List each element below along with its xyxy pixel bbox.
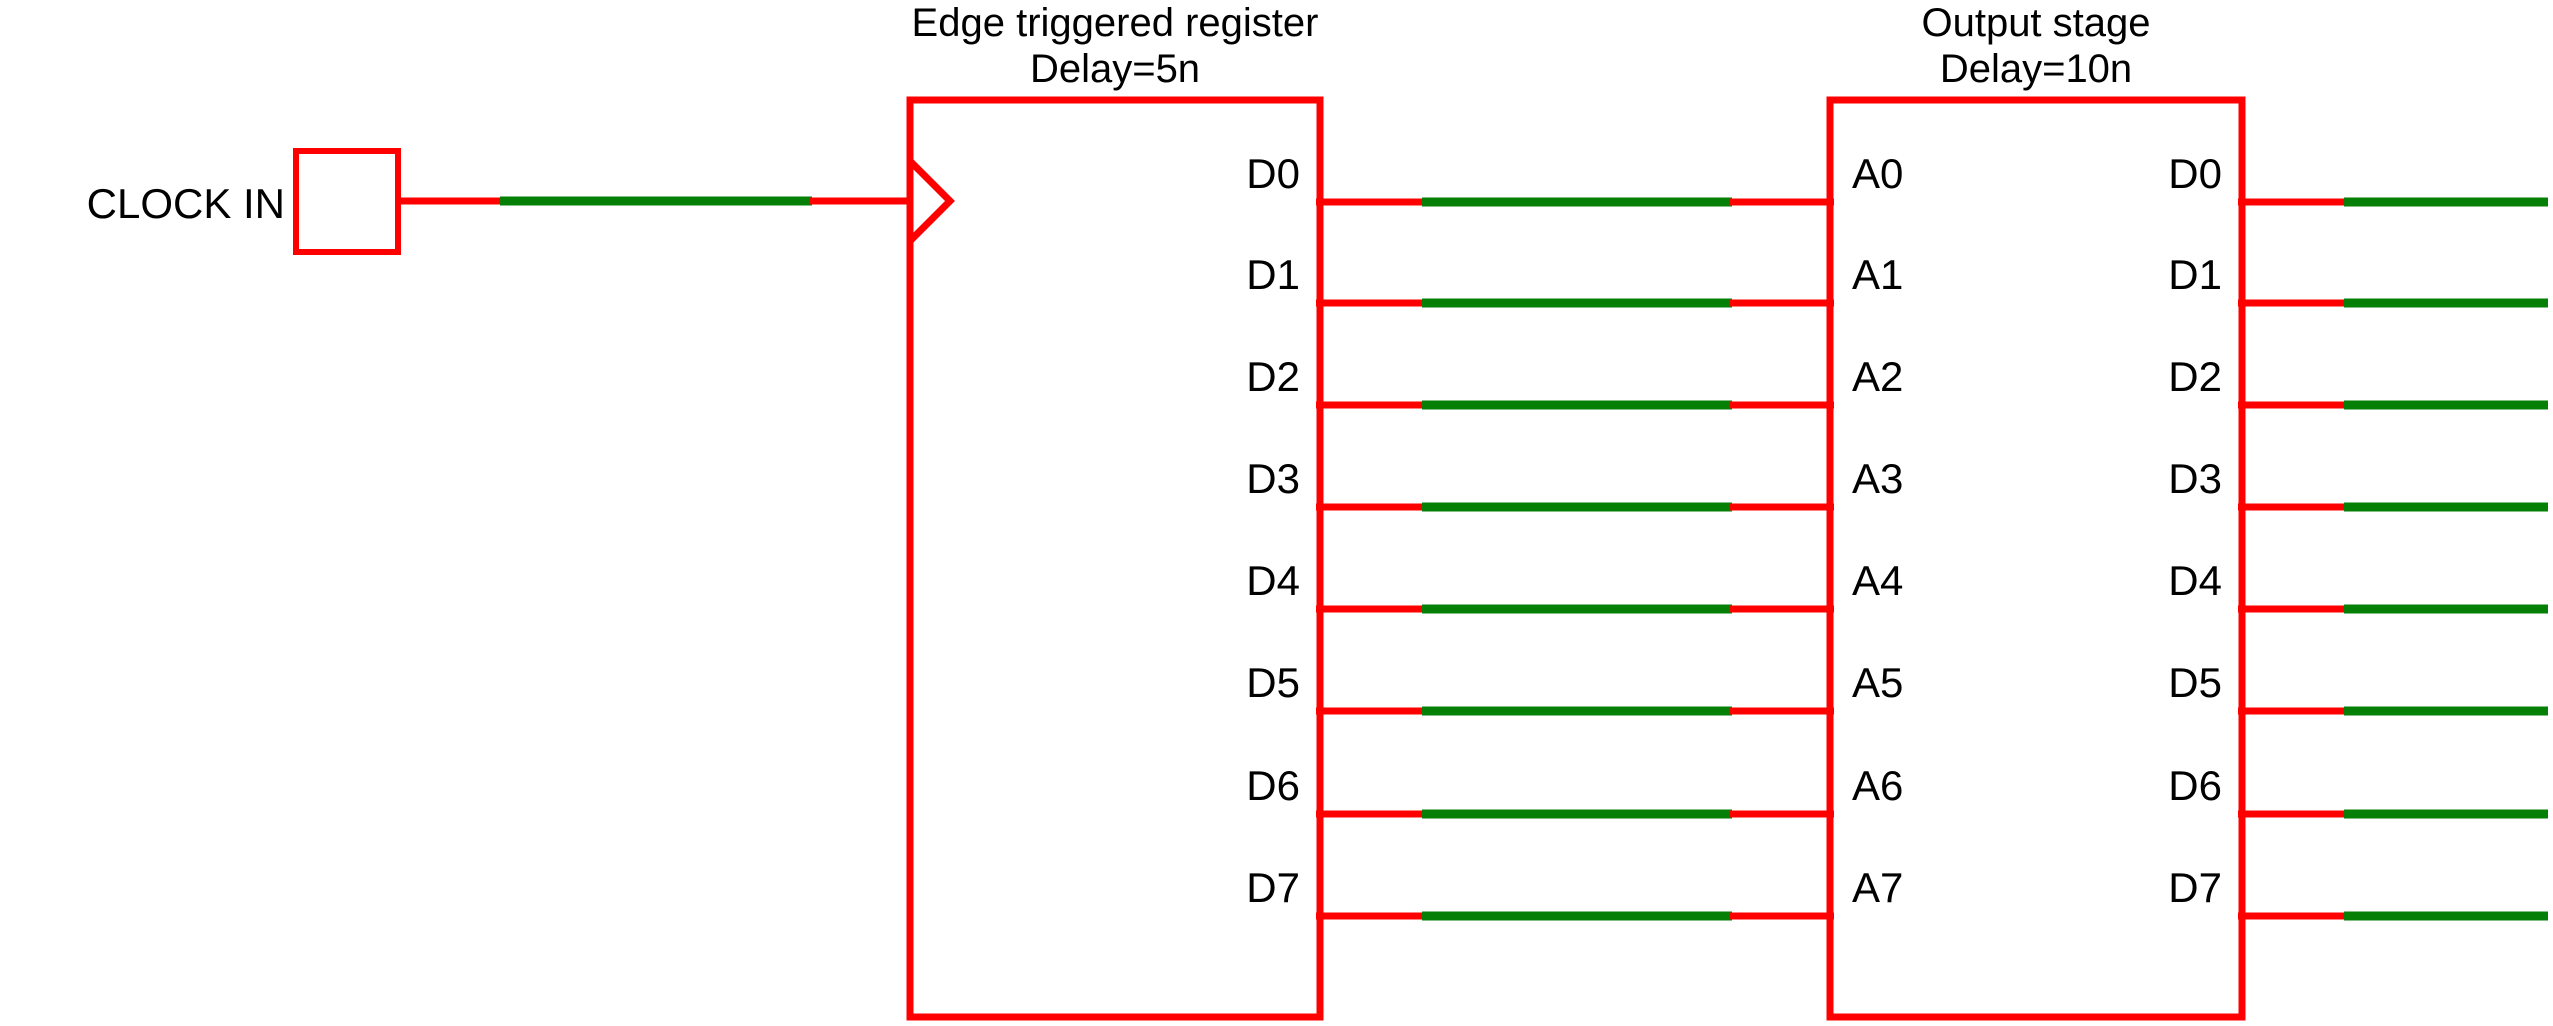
block-output-stage[interactable] (1826, 96, 2246, 1021)
block1-port-D3: D3 (1246, 455, 1300, 502)
block2-port-D6: D6 (2168, 762, 2222, 809)
block1-title: Edge triggered register (912, 1, 1319, 45)
block2-port-A6: A6 (1852, 762, 1903, 809)
block2-port-D0: D0 (2168, 150, 2222, 197)
block1-port-D1: D1 (1246, 251, 1300, 298)
block2-port-D4: D4 (2168, 557, 2222, 604)
block2-port-A2: A2 (1852, 353, 1903, 400)
block2-port-D5: D5 (2168, 659, 2222, 706)
clock-in-pad[interactable] (293, 148, 401, 255)
block1-port-D6: D6 (1246, 762, 1300, 809)
block2-port-D7: D7 (2168, 864, 2222, 911)
block1-port-D7: D7 (1246, 864, 1300, 911)
block2-subtitle: Delay=10n (1940, 47, 2132, 91)
block2-title: Output stage (1921, 1, 2150, 45)
block1-port-D5: D5 (1246, 659, 1300, 706)
block2-port-A0: A0 (1852, 150, 1903, 197)
output-bus[interactable] (2238, 197, 2548, 921)
block2-port-A7: A7 (1852, 864, 1903, 911)
block2-port-D3: D3 (2168, 455, 2222, 502)
clock-in-label: CLOCK IN (87, 180, 285, 227)
block2-port-A3: A3 (1852, 455, 1903, 502)
clock-edge-triangle-icon (907, 158, 955, 244)
block1-subtitle: Delay=5n (1030, 47, 1200, 91)
register-to-output-bus[interactable] (1316, 197, 1834, 921)
block2-port-A5: A5 (1852, 659, 1903, 706)
block1-port-D0: D0 (1246, 150, 1300, 197)
block2-port-D2: D2 (2168, 353, 2222, 400)
block2-port-A4: A4 (1852, 557, 1903, 604)
block1-outline (906, 96, 1324, 1021)
block-edge-triggered-register[interactable] (906, 96, 1324, 1021)
block1-port-D4: D4 (1246, 557, 1300, 604)
block2-outline (1826, 96, 2246, 1021)
block2-port-D1: D1 (2168, 251, 2222, 298)
block2-port-A1: A1 (1852, 251, 1903, 298)
block1-port-D2: D2 (1246, 353, 1300, 400)
